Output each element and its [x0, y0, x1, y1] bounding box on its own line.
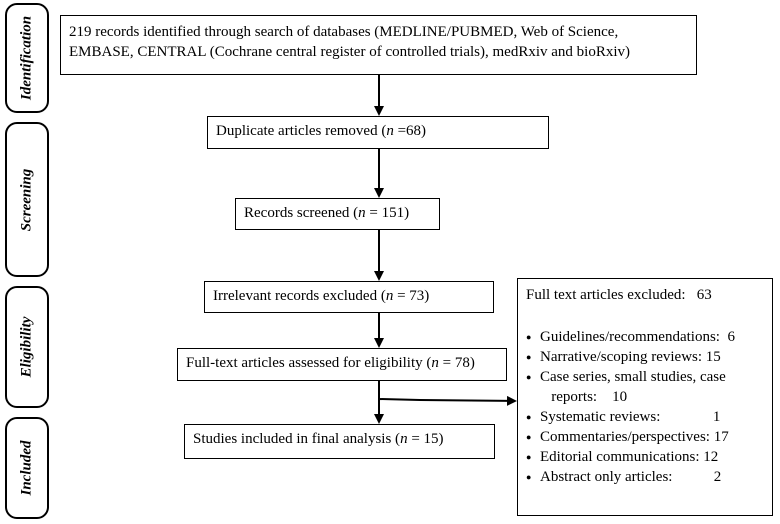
- assessed-n: n: [431, 355, 439, 371]
- phase-eligibility: Eligibility: [5, 286, 49, 408]
- exclusion-item-abstract: Abstract only articles: 2: [526, 467, 764, 487]
- box-records-screened: Records screened (n = 151): [235, 198, 440, 230]
- box-duplicates-removed: Duplicate articles removed (n =68): [207, 116, 549, 149]
- exclusion-item-guidelines: Guidelines/recommendations: 6: [526, 327, 764, 347]
- phase-identification: Identification: [5, 3, 49, 113]
- included-n: n: [400, 431, 408, 447]
- screened-value: = 151): [365, 205, 410, 221]
- phase-screening: Screening: [5, 122, 49, 277]
- exclusion-item-narrative: Narrative/scoping reviews: 15: [526, 347, 764, 367]
- arrow-to-exclusions: [378, 395, 517, 406]
- box-full-text-assessed: Full-text articles assessed for eligibil…: [177, 348, 507, 381]
- box-irrelevant-excluded: Irrelevant records excluded (n = 73): [204, 281, 494, 313]
- irrelevant-value: = 73): [393, 288, 430, 304]
- exclusion-list: Guidelines/recommendations: 6 Narrative/…: [526, 327, 764, 487]
- phase-included: Included: [5, 417, 49, 519]
- case-series-line-2: reports: 10: [540, 389, 628, 405]
- exclusion-item-systematic: Systematic reviews: 1: [526, 407, 764, 427]
- exclusion-item-case-series: Case series, small studies, case reports…: [526, 367, 764, 407]
- case-series-line-1: Case series, small studies, case: [540, 369, 726, 385]
- assessed-value: = 78): [438, 355, 475, 371]
- included-value: = 15): [407, 431, 444, 447]
- duplicates-n: n: [386, 123, 394, 139]
- duplicates-value: =68): [393, 123, 427, 139]
- screened-label: Records screened (: [244, 205, 359, 221]
- duplicates-label: Duplicate articles removed (: [216, 123, 387, 139]
- identified-line-1: 219 records identified through search of…: [69, 24, 619, 40]
- assessed-label: Full-text articles assessed for eligibil…: [186, 355, 432, 371]
- exclusion-item-commentaries: Commentaries/perspectives: 17: [526, 427, 764, 447]
- box-studies-included: Studies included in final analysis (n = …: [184, 424, 495, 459]
- exclusion-item-editorial: Editorial communications: 12: [526, 447, 764, 467]
- box-records-identified: 219 records identified through search of…: [60, 15, 697, 75]
- irrelevant-label: Irrelevant records excluded (: [213, 288, 386, 304]
- included-label: Studies included in final analysis (: [193, 431, 401, 447]
- exclusions-title: Full text articles excluded: 63: [526, 287, 712, 303]
- identified-line-2: EMBASE, CENTRAL (Cochrane central regist…: [69, 44, 630, 60]
- box-full-text-excluded: Full text articles excluded: 63 Guidelin…: [517, 278, 773, 516]
- irrelevant-n: n: [385, 288, 394, 304]
- screened-n: n: [358, 205, 366, 221]
